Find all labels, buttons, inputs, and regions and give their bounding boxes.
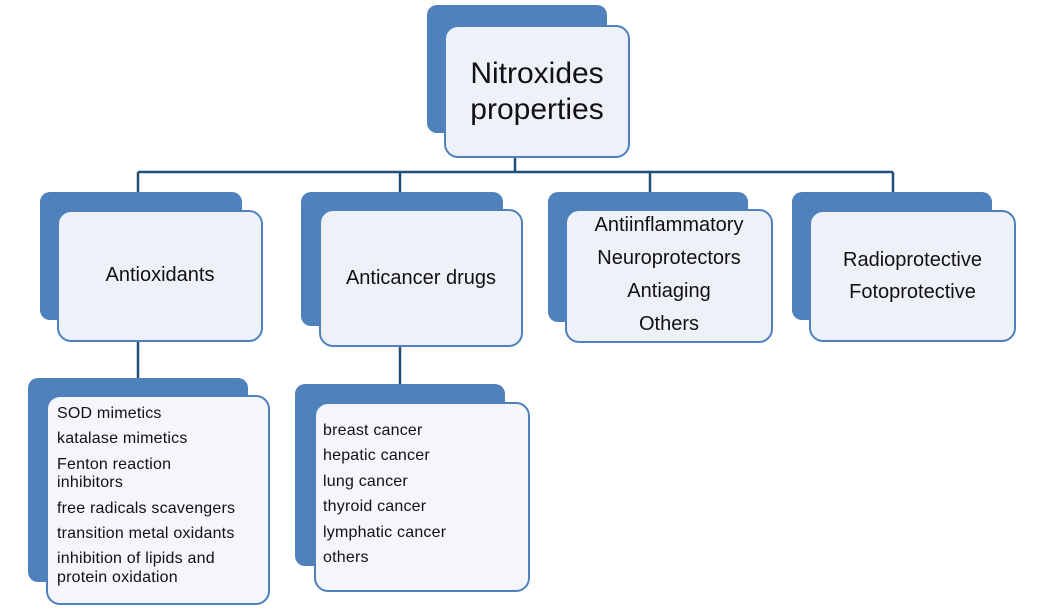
list-item: thyroid cancer [323,498,427,516]
list-item: lung cancer [323,472,408,490]
category-label-line: Neuroprotectors [597,247,741,269]
list-item: katalase mimetics [57,430,188,448]
category-label-line: Antiinflammatory [594,214,744,236]
category-label-line: Antioxidants [105,264,215,286]
list-item: hepatic cancer [323,447,430,465]
antioxidant-mechanisms-list: SOD mimetics katalase mimetics Fenton re… [57,405,267,587]
category-label: Radioprotective Fotoprotective [809,210,1016,342]
cancer-types-list: breast cancer hepatic cancer lung cancer… [323,422,513,567]
category-label-line: Fotoprotective [849,281,976,303]
root-label-line: properties [470,92,604,126]
category-label-line: Antiaging [627,280,711,302]
root-label: Nitroxides properties [444,25,630,158]
category-label: Antiinflammatory Neuroprotectors Antiagi… [565,209,773,343]
list-item: breast cancer [323,422,423,439]
category-label-line: Radioprotective [843,249,982,271]
list-item: transition metal oxidants [57,524,235,542]
list-item: inhibition of lipids and protein oxidati… [57,550,215,586]
list-item: free radicals scavengers [57,499,236,517]
category-label-line: Anticancer drugs [345,267,497,289]
list-item: SOD mimetics [57,405,162,422]
root-label-line: Nitroxides [470,56,604,90]
category-label: Anticancer drugs [319,209,523,347]
list-item: others [323,548,369,566]
category-label-line: Others [638,313,700,335]
category-label: Antioxidants [57,210,263,340]
list-item: lymphatic cancer [323,523,447,541]
list-item: Fenton reaction inhibitors [57,455,172,492]
